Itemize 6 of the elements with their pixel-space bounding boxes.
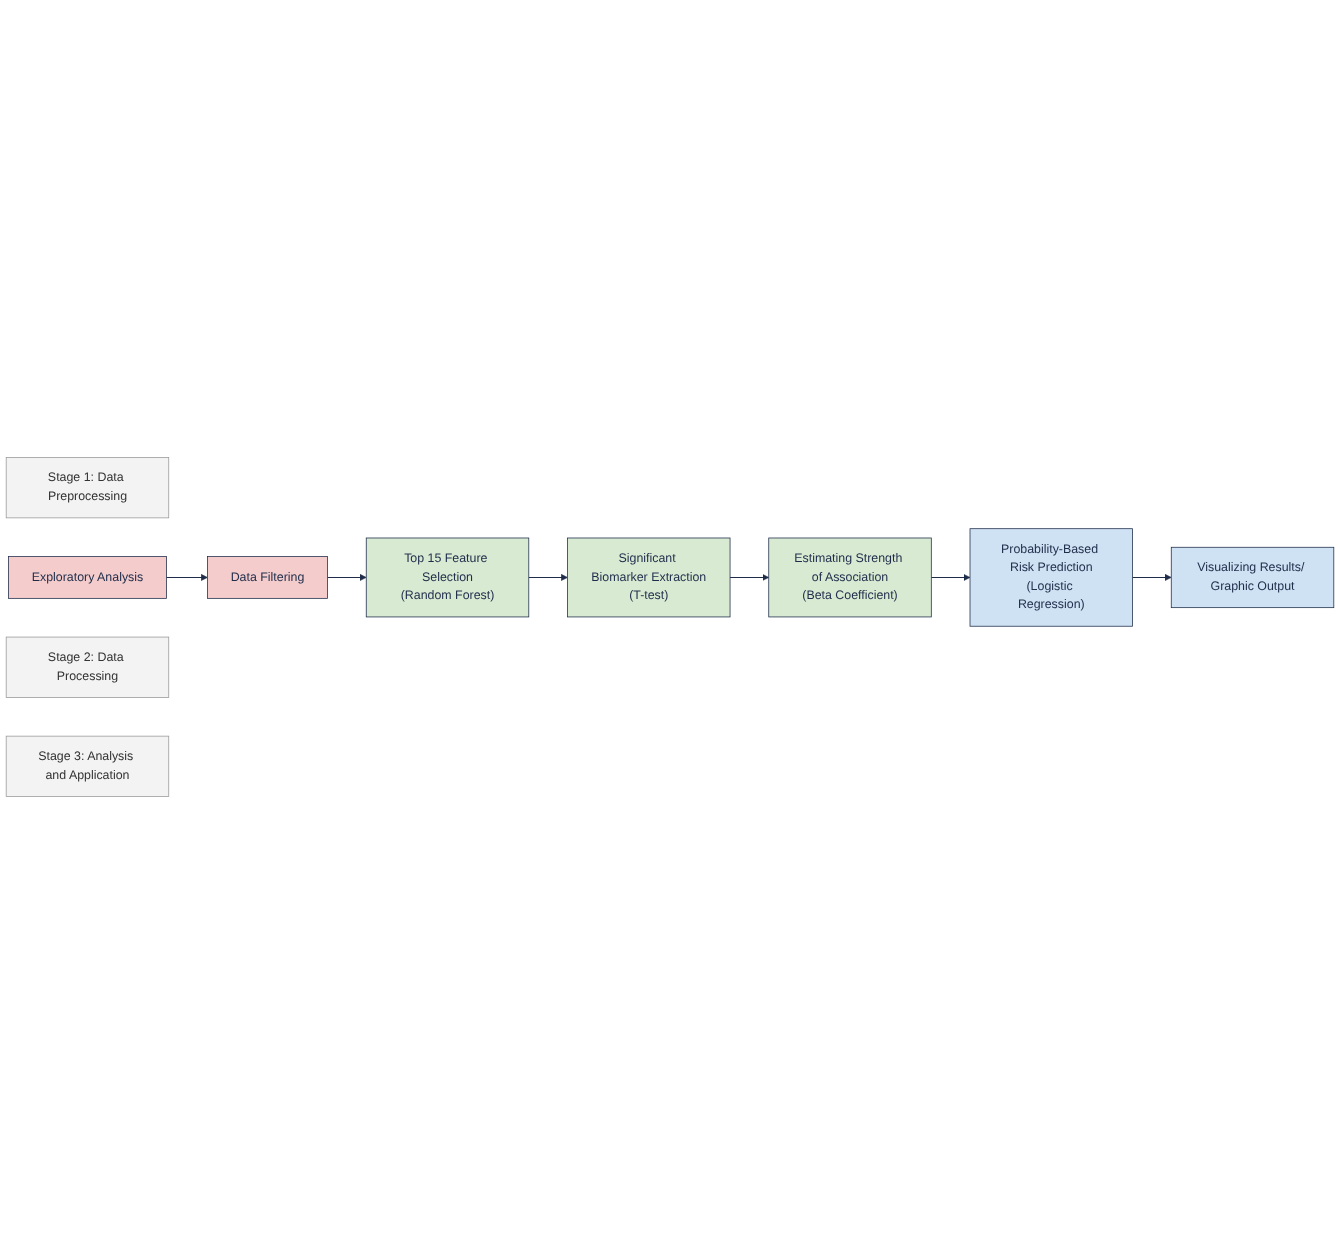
arrow xyxy=(528,574,568,581)
arrow xyxy=(1131,574,1172,581)
arrow xyxy=(165,574,208,581)
arrow xyxy=(729,574,770,581)
arrow xyxy=(930,574,971,581)
arrow xyxy=(326,574,367,581)
